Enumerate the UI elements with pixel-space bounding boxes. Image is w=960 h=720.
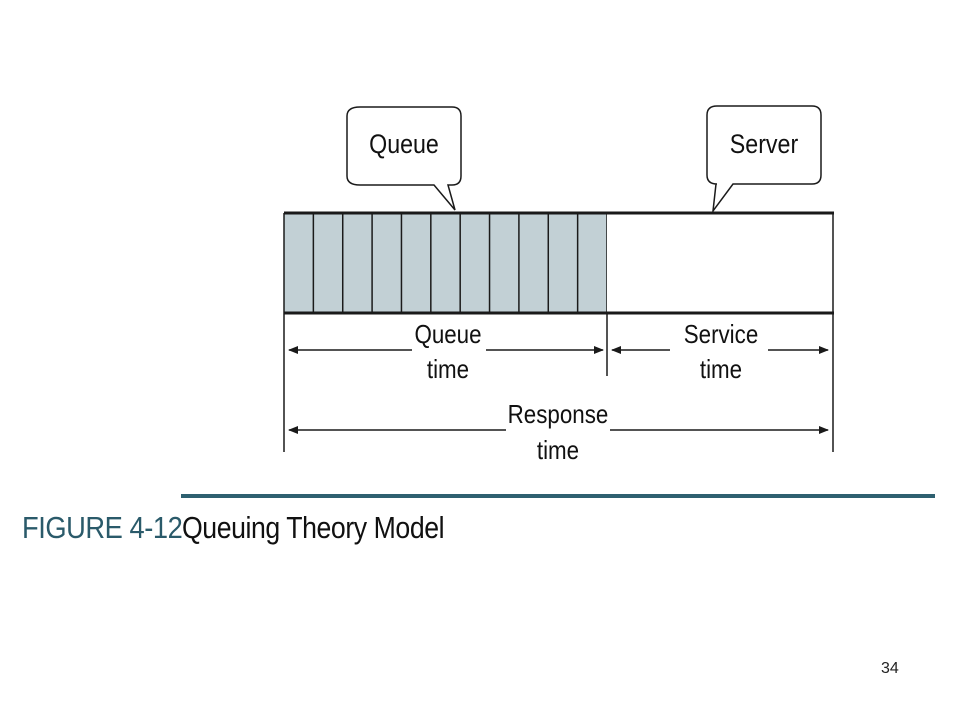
server-area	[607, 213, 833, 313]
queue-time-label-2: time	[427, 355, 469, 384]
queue-time-span: Queue time	[288, 320, 604, 384]
response-time-label-2: time	[537, 436, 579, 465]
queue-callout: Queue	[346, 106, 462, 211]
response-time-span: Response time	[288, 400, 829, 465]
service-time-span: Service time	[611, 320, 829, 384]
dimension-extension-lines	[283, 313, 834, 452]
figure-title: Queuing Theory Model	[182, 510, 445, 545]
server-callout: Server	[706, 105, 822, 214]
queue-area	[284, 213, 607, 313]
queuing-diagram: Queue Server Queue time Service time Res…	[283, 105, 834, 465]
server-callout-label: Server	[730, 129, 798, 159]
caption-rule	[181, 494, 935, 498]
queue-time-label-1: Queue	[414, 320, 481, 349]
figure-number: FIGURE 4-12	[22, 510, 183, 545]
page-number: 34	[881, 660, 899, 677]
service-time-label-2: time	[700, 355, 742, 384]
queue-callout-label: Queue	[369, 129, 439, 159]
service-time-label-1: Service	[684, 320, 759, 349]
queue-server-bar	[283, 211, 834, 315]
response-time-label-1: Response	[508, 400, 609, 429]
